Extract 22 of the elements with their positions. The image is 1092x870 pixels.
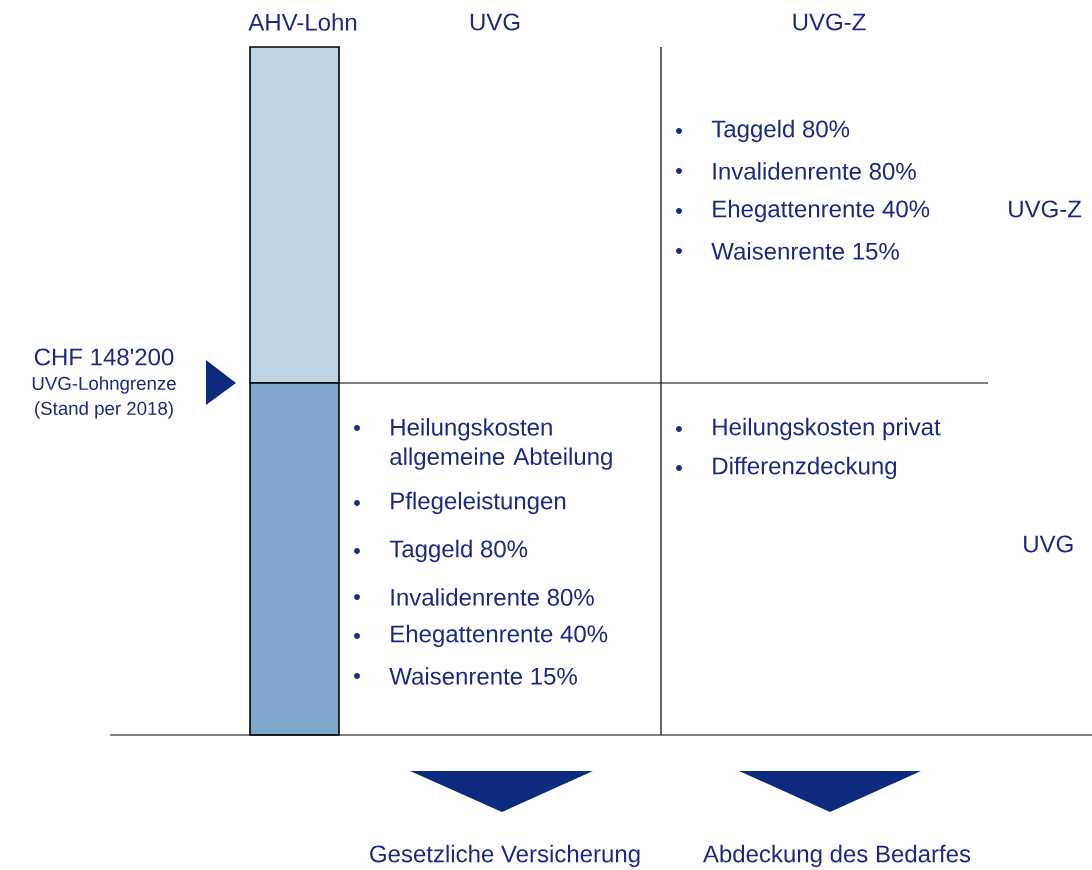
column-caption: Gesetzliche Versicherung [370,844,640,868]
limit-note: UVG-Lohngrenze [32,376,176,394]
column-caption: Abdeckung des Bedarfes [702,844,971,868]
limit-value: CHF 148'200 [34,348,174,366]
column-heading: UVG [470,13,520,31]
column-heading: UVG-Z [793,13,866,31]
bullet-item: Ehegattenrente 40% [391,624,608,648]
bullet-item: Waisenrente 15% [711,242,899,260]
bullet-item: Waisenrente 15% [389,667,577,685]
bullet-item: Taggeld 80% [711,119,850,143]
bullet-item: Differenzdeckung [713,456,897,480]
bullet-item: Pflegeleistungen [391,491,566,515]
bullet-item: Invalidenrente 80% [713,162,916,180]
bullet-item: Heilungskosten allgemeine Abteilung [390,418,612,470]
column-heading: AHV-Lohn [248,13,357,31]
bullet-item: Taggeld 80% [389,539,528,563]
bullet-item: Heilungskosten privat [713,417,941,441]
limit-note: (Stand per 2018) [35,401,173,419]
side-label: UVG [1024,535,1073,553]
side-label: UVG-Z [1009,200,1082,218]
bullet-item: Invalidenrente 80% [391,588,594,606]
bullet-item: Ehegattenrente 40% [713,199,930,223]
